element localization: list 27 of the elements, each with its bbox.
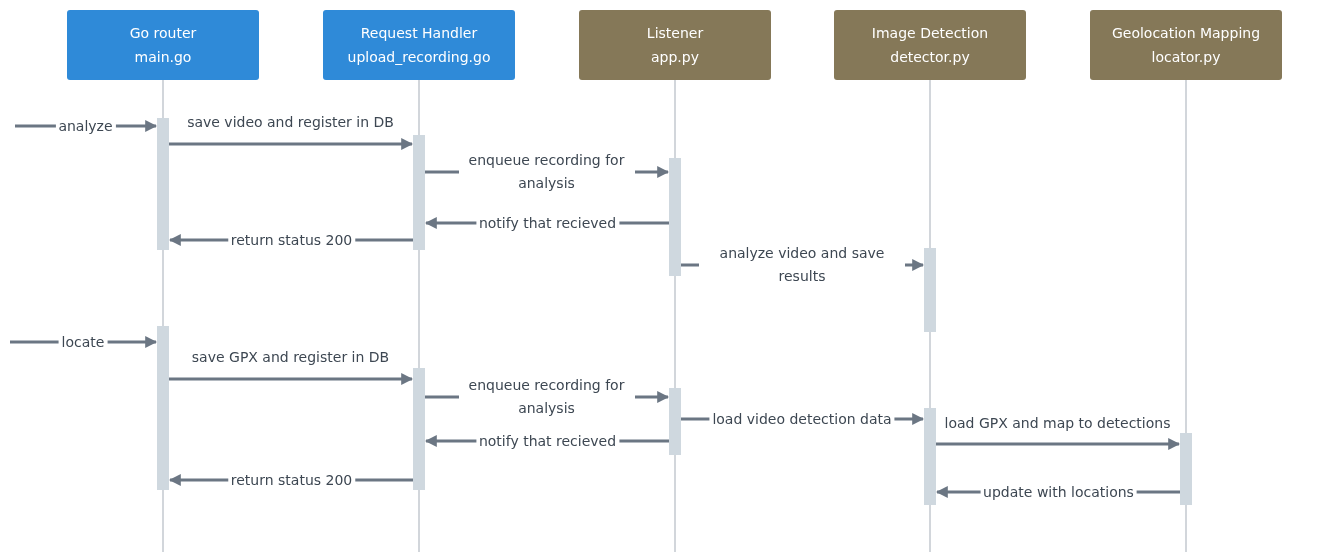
participant-box [834, 10, 1026, 80]
activation-bar [924, 248, 936, 332]
participant-name: Request Handler [360, 24, 478, 43]
participant-box [1090, 10, 1282, 80]
participant-box [579, 10, 771, 80]
file-name: app.py [651, 48, 699, 67]
participant-box [323, 10, 515, 80]
file-name: upload_recording.go [347, 48, 491, 67]
activation-bar [669, 388, 681, 455]
activation-bar [413, 368, 425, 490]
activation-bar [413, 135, 425, 250]
arrow [169, 373, 414, 385]
participant-name: Go router [129, 24, 197, 43]
activation-bar [1180, 433, 1192, 505]
file-name: main.go [134, 48, 192, 67]
activation-bar [669, 158, 681, 276]
file-name: locator.py [1151, 48, 1221, 67]
participant-box [67, 10, 259, 80]
arrow [936, 438, 1181, 450]
participant-name: Image Detection [871, 24, 989, 43]
activation-bar [157, 118, 169, 250]
participant-name: Geolocation Mapping [1111, 24, 1261, 43]
participant-name: Listener [646, 24, 704, 43]
arrow [169, 138, 414, 150]
activation-bar [924, 408, 936, 505]
file-name: detector.py [890, 48, 970, 67]
activation-bar [157, 326, 169, 490]
